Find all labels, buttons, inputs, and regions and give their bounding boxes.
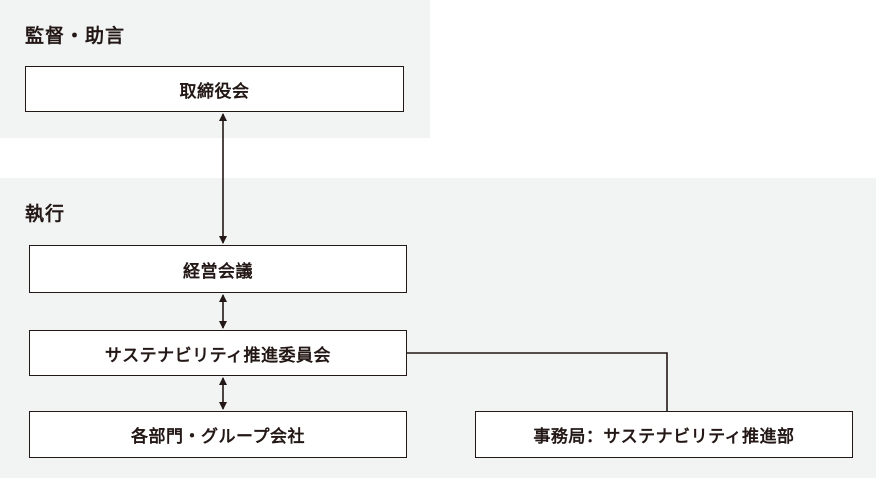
- sustainability-committee-box: サステナビリティ推進委員会: [29, 330, 407, 376]
- board-of-directors-box: 取締役会: [25, 66, 404, 112]
- secretariat-box: 事務局：サステナビリティ推進部: [475, 411, 853, 458]
- supervision-section-title: 監督・助言: [25, 25, 126, 47]
- divisions-group-companies-box: 各部門・グループ会社: [29, 411, 407, 458]
- management-meeting-box: 経営会議: [29, 245, 407, 293]
- execution-section-title: 執行: [25, 203, 66, 225]
